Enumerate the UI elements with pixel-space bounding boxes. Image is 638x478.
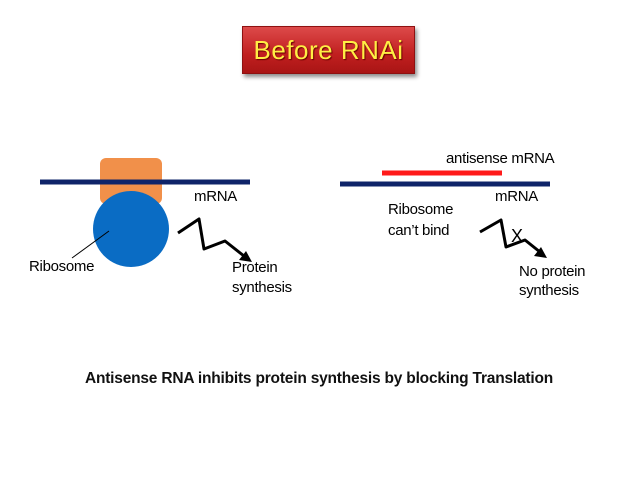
protein-label: Protein xyxy=(232,259,278,276)
synthesis-label-right: synthesis xyxy=(519,282,579,299)
ribosome-cant-bind-label-line2: can’t bind xyxy=(388,222,450,239)
blocked-x-mark: X xyxy=(511,226,524,246)
ribosome-label: Ribosome xyxy=(29,258,95,275)
ribosome-cant-bind-label-line1: Ribosome xyxy=(388,201,454,218)
ribosome-large-subunit xyxy=(93,191,169,267)
protein-synthesis-squiggle xyxy=(177,217,245,258)
no-protein-squiggle xyxy=(479,218,541,254)
page-title: Before RNAi xyxy=(253,34,404,65)
mrna-label-left: mRNA xyxy=(194,188,237,205)
synthesis-label-left: synthesis xyxy=(232,279,292,296)
protein-synthesis-arrowhead xyxy=(239,251,252,262)
no-protein-arrowhead xyxy=(534,247,547,258)
diagram-caption: Antisense RNA inhibits protein synthesis… xyxy=(84,370,554,387)
ribosome-label-pointer xyxy=(71,230,110,259)
mrna-label-right: mRNA xyxy=(495,188,538,205)
no-protein-label: No protein xyxy=(519,263,586,280)
title-banner: Before RNAi xyxy=(242,26,415,74)
antisense-mrna-label: antisense mRNA xyxy=(446,150,555,167)
